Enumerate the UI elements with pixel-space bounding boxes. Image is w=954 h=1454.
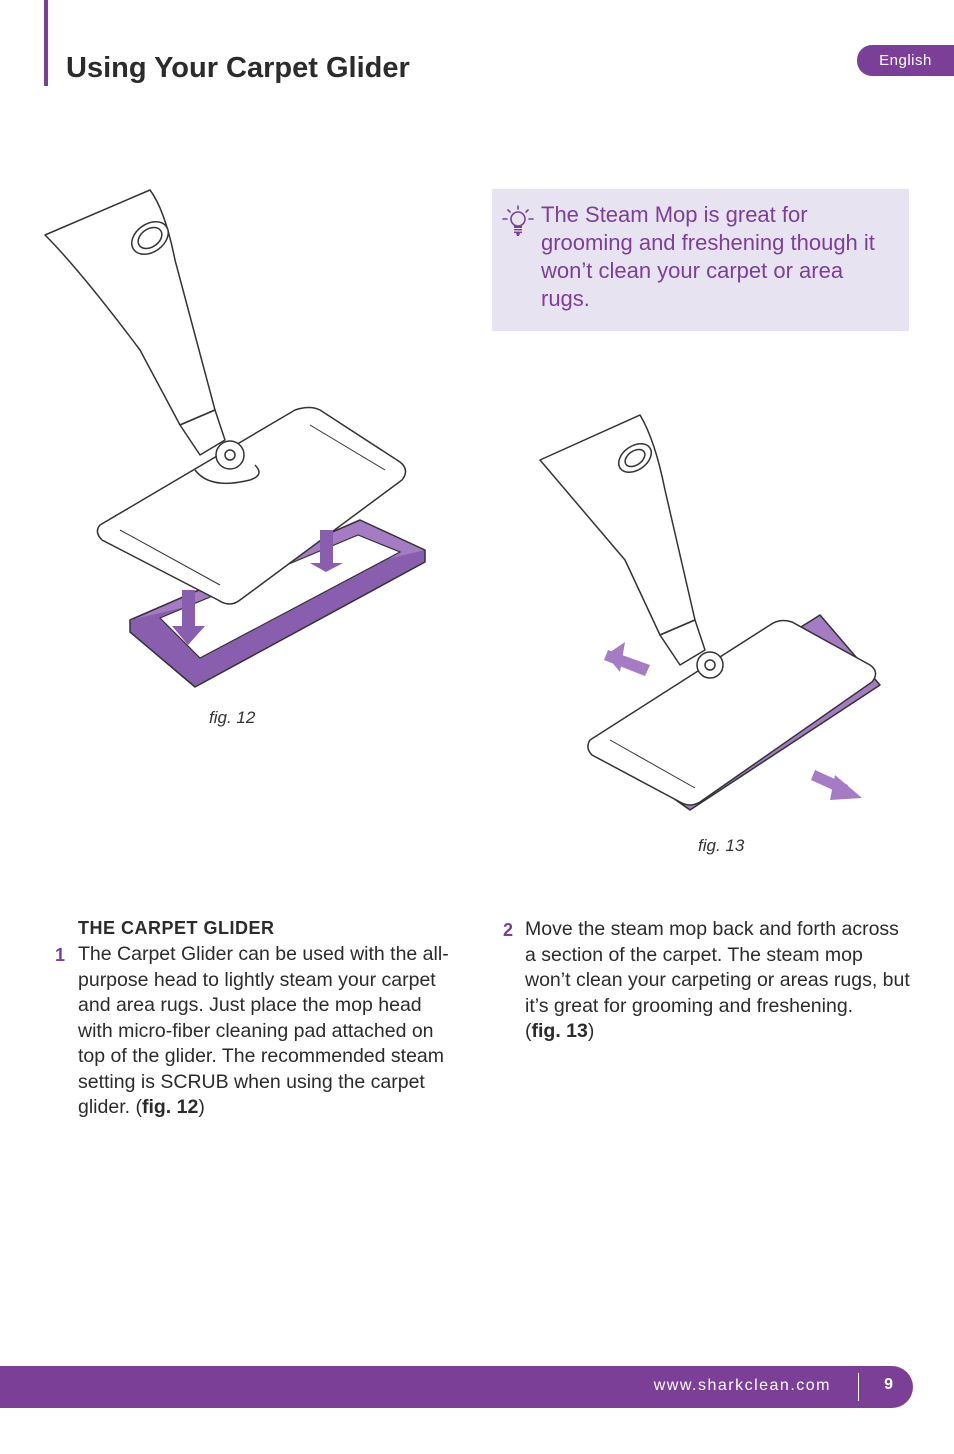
title-accent-bar: [44, 0, 48, 86]
step-2-paren-open: (: [525, 1020, 532, 1042]
language-badge: English: [857, 45, 954, 76]
figure-reference: fig. 12: [141, 1096, 199, 1118]
step-1-body-cont: when using the carpet glider. (: [78, 1070, 425, 1119]
down-arrow-icon: [172, 590, 205, 645]
page-number: 9: [884, 1376, 893, 1393]
footer-divider: [858, 1373, 859, 1401]
page-title: Using Your Carpet Glider: [66, 52, 410, 84]
mop-pad: [96, 406, 407, 605]
footer-url: www.sharkclean.com: [653, 1377, 831, 1394]
tip-box: The Steam Mop is great for grooming and …: [492, 189, 909, 331]
step-2-text: Move the steam mop back and forth across…: [525, 917, 910, 1045]
step-1-text: The Carpet Glider can be used with the a…: [78, 942, 460, 1121]
figure-13-illustration: [539, 414, 881, 811]
footer-bar: www.sharkclean.com 9: [0, 1366, 913, 1408]
scrub-setting-label: SCRUB: [160, 1070, 229, 1093]
figure-12-caption: fig. 12: [209, 708, 256, 727]
down-arrow-icon: [310, 530, 343, 572]
step-2-paren-close: ): [587, 1020, 595, 1042]
mop-handle: [44, 189, 260, 485]
lightbulb-icon: [502, 205, 534, 236]
step-number: 1: [55, 945, 66, 965]
step-number: 2: [503, 920, 514, 940]
step-1-paren: ): [198, 1096, 205, 1118]
arrow-down-right-icon: [811, 770, 862, 800]
mop-pad: [587, 619, 877, 806]
tip-text: The Steam Mop is great for grooming and …: [541, 202, 875, 311]
figure-12-illustration: [44, 189, 426, 688]
arrow-up-left-icon: [604, 642, 650, 676]
step-2-body: Move the steam mop back and forth across…: [525, 918, 910, 1017]
mop-handle: [539, 414, 724, 679]
figure-reference: fig. 13: [531, 1020, 588, 1042]
step-1-body: The Carpet Glider can be used with the a…: [78, 943, 449, 1093]
section-heading: THE CARPET GLIDER: [78, 918, 275, 938]
figure-13-caption: fig. 13: [698, 836, 745, 855]
carpet-glider-frame: [129, 519, 426, 688]
